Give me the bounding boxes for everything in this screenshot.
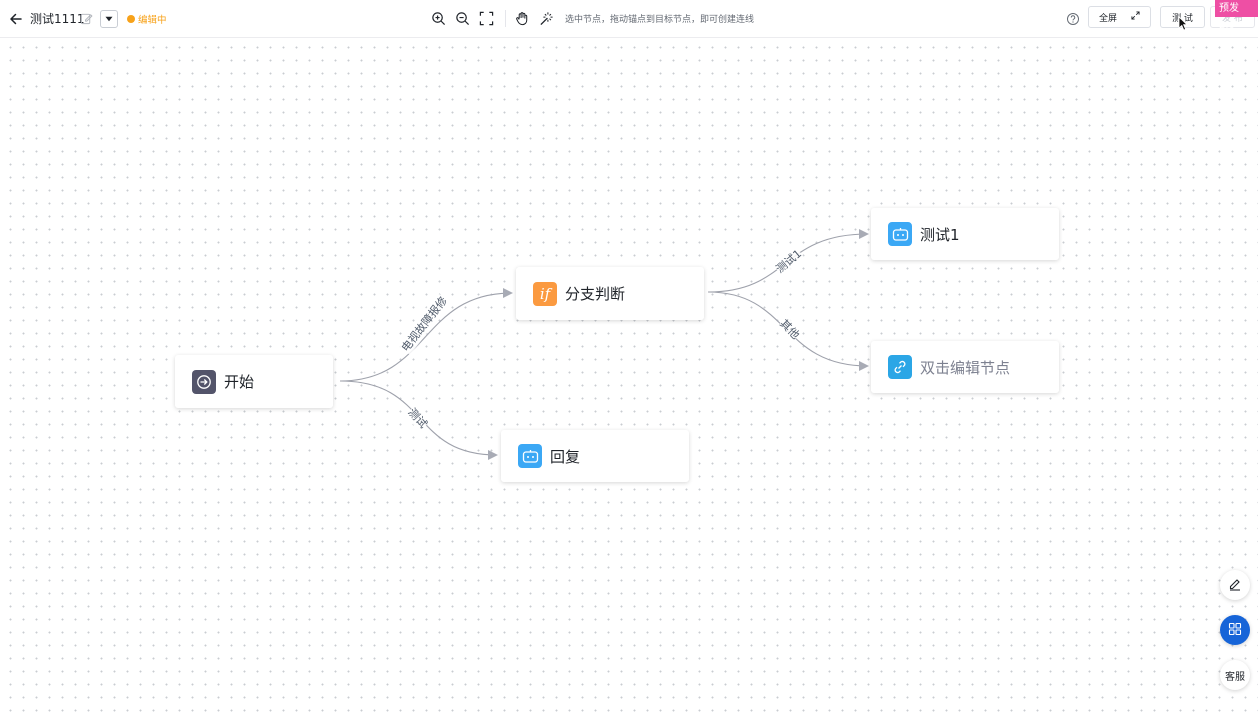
edit-status-label: 编辑中 xyxy=(138,14,167,26)
customer-service-button[interactable]: 客服 xyxy=(1220,660,1250,690)
pan-mode-button[interactable] xyxy=(514,0,530,37)
edit-status-badge: 编辑中 xyxy=(127,0,167,37)
node-reply-label: 回复 xyxy=(550,447,581,466)
hand-icon xyxy=(514,11,530,27)
node-branch[interactable]: if 分支判断 xyxy=(516,267,704,320)
pencil-icon xyxy=(1228,576,1242,595)
node-reply[interactable]: 回复 xyxy=(501,430,689,482)
beta-version-badge: 预发2.0 xyxy=(1215,0,1258,31)
edge-start-branch[interactable] xyxy=(339,288,513,382)
zoom-out-button[interactable] xyxy=(454,0,470,37)
fullscreen-label: 全屏 xyxy=(1099,13,1118,24)
title-dropdown-button[interactable] xyxy=(100,0,118,37)
status-dot-icon xyxy=(127,14,135,23)
flow-title: 测试1111 xyxy=(30,12,85,26)
fullscreen-button[interactable]: 全屏 xyxy=(1088,6,1151,28)
question-circle-icon xyxy=(1065,11,1081,27)
edit-title-icon[interactable] xyxy=(80,0,93,37)
node-unconfigured[interactable]: 双击编辑节点 xyxy=(871,341,1059,393)
node-start-label: 开始 xyxy=(224,373,255,391)
link-icon xyxy=(888,355,912,379)
node-branch-label: 分支判断 xyxy=(565,285,626,303)
edit-float-button[interactable] xyxy=(1220,570,1250,600)
fit-view-button[interactable] xyxy=(478,0,494,37)
grid-icon xyxy=(1228,621,1242,640)
node-unconfigured-label: 双击编辑节点 xyxy=(920,358,1011,377)
toolbar-divider xyxy=(505,10,506,27)
robot-icon xyxy=(518,444,542,468)
robot-icon xyxy=(888,222,912,246)
back-arrow-icon[interactable] xyxy=(8,0,26,37)
expand-icon xyxy=(1131,11,1140,23)
chevron-down-icon xyxy=(100,9,118,28)
mouse-pointer-icon xyxy=(1178,16,1188,35)
fit-screen-icon xyxy=(478,11,494,27)
magic-wand-icon xyxy=(538,11,554,27)
if-condition-icon: if xyxy=(533,281,557,306)
connect-hint-text: 选中节点，拖动锚点到目标节点，即可创建连线 xyxy=(565,15,755,25)
zoom-out-icon xyxy=(454,11,470,27)
apps-float-button[interactable] xyxy=(1220,615,1250,645)
zoom-in-icon xyxy=(430,11,446,27)
start-entry-icon xyxy=(192,369,216,394)
auto-layout-button[interactable] xyxy=(538,0,554,37)
node-start[interactable]: 开始 xyxy=(175,355,333,408)
node-test1[interactable]: 测试1 xyxy=(871,208,1059,260)
help-button[interactable] xyxy=(1065,0,1081,37)
zoom-in-button[interactable] xyxy=(430,0,446,37)
node-test1-label: 测试1 xyxy=(920,225,960,244)
top-toolbar: 测试1111 编辑中 选中节点，拖动锚点到目标节点，即可创建 xyxy=(0,0,1258,38)
